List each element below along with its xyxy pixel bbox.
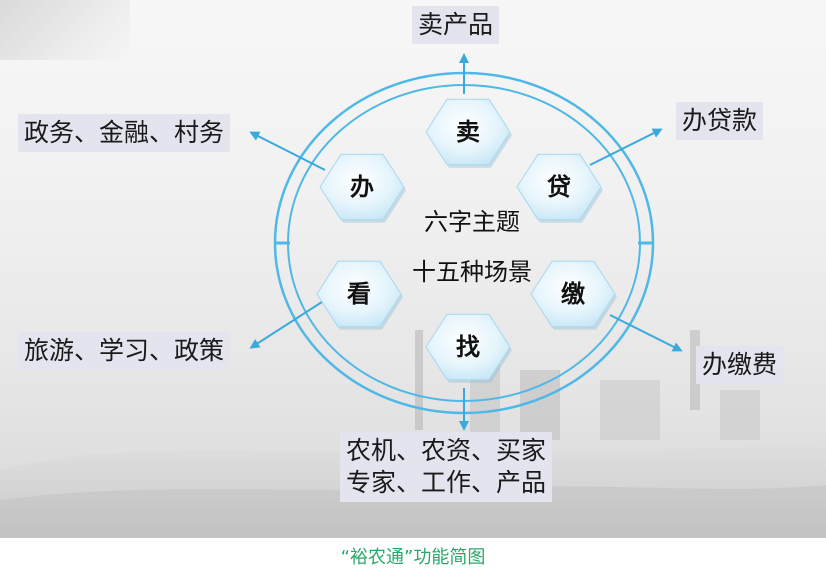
figure-caption: “裕农通”功能简图 xyxy=(340,547,486,568)
center-title: 六字主题 xyxy=(424,208,520,236)
arrows xyxy=(249,53,683,431)
hex-label-dai: 贷 xyxy=(547,173,571,201)
output-label-bottom: 农机、农资、买家 专家、工作、产品 xyxy=(340,432,553,502)
hexagon-zhao xyxy=(425,313,511,381)
hexagon-dai xyxy=(516,153,602,221)
output-label-right-lower: 办缴费 xyxy=(696,346,784,384)
diagram-graphics xyxy=(0,53,826,538)
hex-label-kan: 看 xyxy=(347,280,371,308)
hexagon-jiao xyxy=(530,260,616,328)
output-label-left-upper: 政务、金融、村务 xyxy=(18,114,231,152)
center-subtitle: 十五种场景 xyxy=(412,258,532,286)
hexagon-ban xyxy=(319,153,405,221)
hex-label-zhao: 找 xyxy=(456,333,480,361)
output-label-left-lower: 旅游、学习、政策 xyxy=(18,332,231,370)
hex-label-mai: 卖 xyxy=(456,118,480,146)
hex-label-ban: 办 xyxy=(350,173,374,201)
output-label-right-upper: 办贷款 xyxy=(676,102,764,140)
hexagon-mai xyxy=(425,98,511,166)
output-label-top: 卖产品 xyxy=(412,6,500,44)
hex-label-jiao: 缴 xyxy=(561,280,585,308)
output-label-bottom-line2: 专家、工作、产品 xyxy=(346,468,547,497)
hexagon-kan xyxy=(316,260,402,328)
output-label-bottom-line1: 农机、农资、买家 xyxy=(346,436,547,465)
diagram-stage: 卖 贷 缴 找 看 办 六字主题 十五种场景 卖产品 办贷款 办缴费 农机、农资… xyxy=(0,0,826,538)
corner-decoration xyxy=(0,0,130,60)
